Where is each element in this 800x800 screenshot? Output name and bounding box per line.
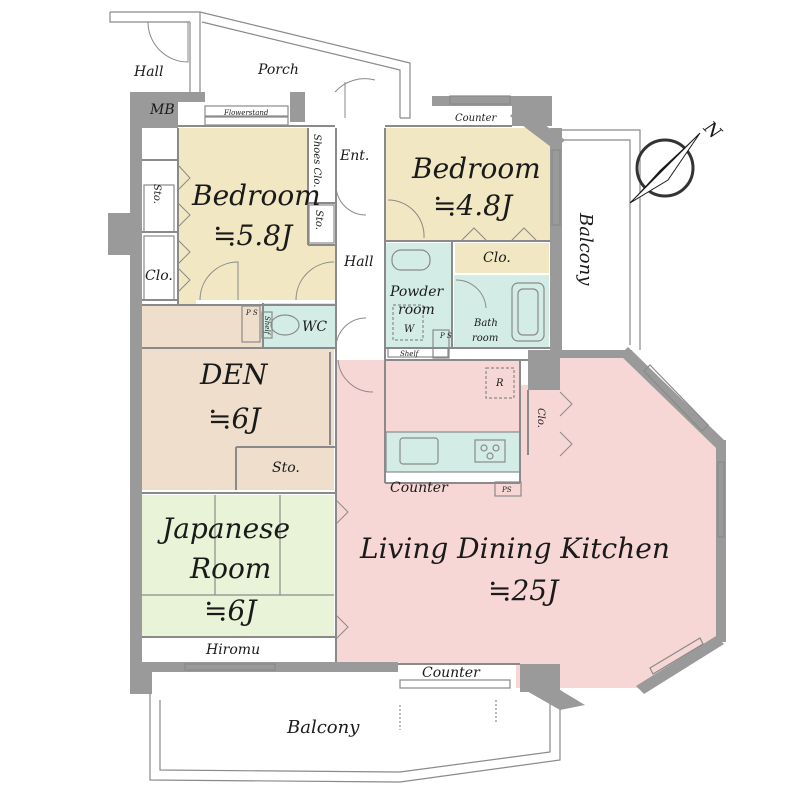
balcony-bottom-label: Balcony [286, 717, 360, 738]
bedroom-1-name: Bedroom [191, 179, 321, 212]
japanese-name-2: Room [189, 552, 271, 585]
den-name: DEN [199, 358, 269, 391]
ps-wc-label: P S [245, 309, 258, 317]
bath-label-1: Bath [473, 318, 498, 329]
kitchen-counter-fill [386, 432, 520, 472]
ps-kitchen-label: PS [501, 486, 512, 494]
bedroom-1-size: ≒5.8J [213, 219, 294, 252]
japanese-size: ≒6J [204, 594, 258, 627]
flowerstand-label: Flowerstand [223, 109, 269, 117]
mb-label: MB [149, 102, 175, 118]
shelf-powder-label: Shelf [400, 350, 420, 358]
porch-label: Porch [257, 62, 299, 78]
powder-label-2: room [398, 302, 435, 318]
hiromu-fill [142, 637, 334, 662]
ent-label: Ent. [339, 148, 369, 164]
bath-label-2: room [472, 333, 498, 344]
clo-bed2-label: Clo. [483, 250, 511, 266]
japanese-room-fill [142, 495, 334, 637]
sto-den-label: Sto. [272, 460, 300, 476]
balcony-bottom-outline [149, 690, 561, 783]
sto-shoes-label: Sto. [313, 210, 324, 230]
windows [184, 95, 725, 689]
hiromu-label: Hiromu [205, 642, 260, 658]
clo-left-label: Clo. [145, 268, 173, 284]
clo-bed2-fill [455, 243, 549, 273]
compass-label: N [699, 117, 727, 145]
shoes-clo-label: Shoes Clo. [311, 134, 322, 187]
hall-mid-label: Hall [343, 254, 374, 270]
ldk-size: ≒25J [488, 574, 560, 607]
counter-kitchen-label: Counter [390, 480, 449, 496]
ldk-fill [336, 350, 720, 688]
shelf-wc-label: Shelf [263, 316, 271, 336]
bedroom-2-fill [385, 128, 550, 240]
porch-outline [109, 11, 411, 119]
wc-label: WC [302, 319, 327, 335]
sto-left-label: Sto. [151, 184, 162, 204]
counter-bottom-label: Counter [422, 665, 481, 681]
den-size: ≒6J [208, 402, 262, 435]
japanese-name-1: Japanese [157, 512, 290, 545]
w-label: W [404, 324, 415, 335]
doors [177, 78, 573, 640]
r-label: R [495, 378, 504, 389]
compass-icon [629, 132, 701, 204]
ps-bath-label: P S [439, 332, 452, 340]
bedroom-1-fill [178, 128, 335, 305]
fixtures [142, 184, 545, 596]
hall-top-label: Hall [133, 64, 164, 80]
clo-ldk-label: Clo. [535, 408, 546, 428]
balcony-right-label: Balcony [575, 212, 596, 286]
kitchen-floor [385, 360, 520, 432]
powder-label-1: Powder [389, 284, 445, 300]
bath-room-fill [454, 275, 549, 347]
bedroom-2-size: ≒4.8J [433, 189, 514, 222]
ldk-name: Living Dining Kitchen [359, 532, 670, 565]
bedroom-2-name: Bedroom [411, 152, 541, 185]
walls [108, 92, 726, 710]
balcony-right-outline [560, 129, 641, 350]
counter-top-label: Counter [455, 113, 497, 124]
